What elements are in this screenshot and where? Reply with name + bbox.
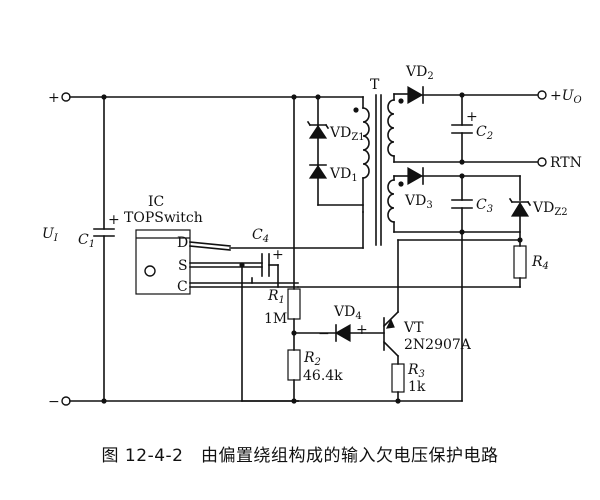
capacitor-c1: [93, 96, 115, 402]
r4-label: R4: [531, 254, 549, 272]
vd3-label: VD3: [404, 193, 433, 211]
pin-s-label: S: [178, 258, 188, 274]
ic-part-label: TOPSwitch: [124, 210, 203, 226]
output-voltage-label: +UO: [550, 88, 582, 106]
r1-value: 1M: [264, 311, 287, 327]
figure-caption: 图 12-4-2 由偏置绕组构成的输入欠电压保护电路: [101, 446, 499, 466]
input-minus-label: −: [48, 394, 60, 410]
zener-vdz2: [510, 201, 530, 217]
bias-section: [297, 166, 532, 288]
r3-value: 1k: [408, 379, 426, 395]
resistor-r2: [287, 349, 301, 381]
c1-label: C1: [78, 232, 95, 250]
c1-plus-label: +: [108, 212, 120, 228]
transformer-primary: [353, 96, 370, 213]
capacitor-c4: [251, 253, 279, 288]
resistor-r4: [513, 245, 527, 279]
zener-vdz1: [308, 124, 328, 139]
resistor-r1: [287, 288, 301, 320]
output-section: [393, 85, 547, 167]
vdz2-label: VDZ2: [532, 200, 568, 218]
u1-label: UI: [42, 226, 59, 244]
c4-plus-label: +: [272, 247, 284, 263]
diode-vd1: [308, 164, 328, 179]
transformer-secondary: [387, 93, 409, 163]
resistor-r3: [391, 363, 405, 393]
diode-vd2: [407, 85, 424, 105]
r2-label: R2: [303, 350, 321, 368]
ic-label: IC: [148, 194, 164, 210]
c2-plus-label: +: [466, 109, 478, 125]
source-connection: [239, 262, 245, 402]
undervoltage-network: [241, 96, 463, 404]
primary-polarity-dot: [353, 107, 359, 113]
vd4-minus-label: −: [318, 326, 330, 342]
labels: + − UI C1 + IC TOPSwitch D S C C4 + T VD…: [42, 64, 582, 410]
c2-label: C2: [476, 124, 493, 142]
rtn-terminal: [537, 157, 547, 167]
vd2-label: VD2: [405, 64, 434, 82]
transformer-bias-winding: [387, 175, 409, 233]
pin-d-label: D: [177, 235, 188, 251]
vt-label: VT: [403, 320, 424, 336]
input-plus-label: +: [48, 90, 60, 106]
c4-label: C4: [252, 227, 269, 245]
c3-label: C3: [476, 197, 493, 215]
rtn-label: RTN: [550, 155, 582, 171]
primary-clamp: [306, 96, 364, 206]
ic-tab-hole: [144, 265, 156, 277]
vd4-plus-label: +: [356, 322, 368, 338]
diode-vd4: [334, 323, 351, 343]
transformer-label: T: [370, 77, 380, 93]
input-plus-terminal: [61, 92, 71, 102]
vd4-label: VD4: [333, 304, 362, 322]
topswitch-ic: [135, 229, 299, 295]
r1-label: R1: [267, 288, 285, 306]
pin-c-label: C: [177, 279, 188, 295]
drain-connection: [229, 211, 364, 249]
vd1-label: VD1: [329, 166, 358, 184]
r2-value: 46.4k: [303, 368, 343, 384]
transformer-core: [375, 94, 382, 246]
input-minus-terminal: [61, 396, 71, 406]
diode-vd3: [407, 166, 424, 186]
vt-part-label: 2N2907A: [404, 337, 472, 353]
r3-label: R3: [407, 362, 425, 380]
output-plus-terminal: [537, 90, 547, 100]
vdz1-label: VDZ1: [329, 125, 365, 143]
secondary-polarity-dot: [398, 98, 404, 104]
bias-polarity-dot: [398, 181, 404, 187]
